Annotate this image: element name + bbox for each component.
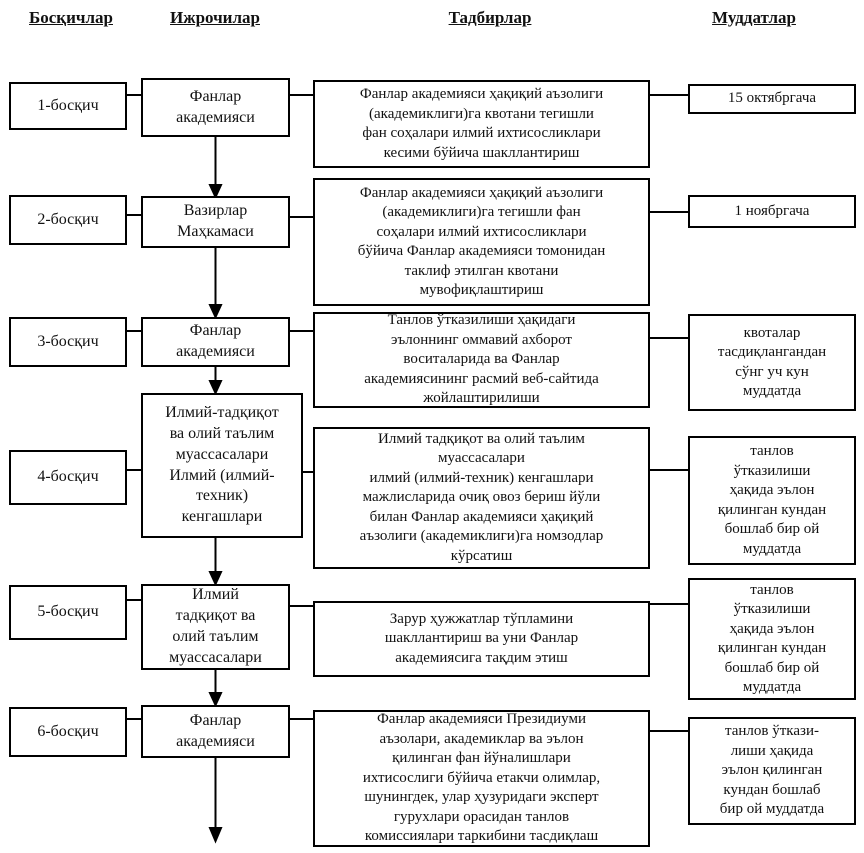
stage-5-box: 5-босқич xyxy=(9,585,127,640)
flow-arrow-4 xyxy=(208,538,223,587)
stage-2-box: 2-босқич xyxy=(9,195,127,245)
executor-2-box: Вазирлар Маҳкамаси xyxy=(141,196,290,248)
deadline-6-box: танлов ўткази- лиши ҳақида эълон қилинга… xyxy=(688,717,856,825)
stage-4-box: 4-босқич xyxy=(9,450,127,505)
column-header-stages: Босқичлар xyxy=(29,8,113,27)
activity-1-box: Фанлар академияси ҳақиқий аъзолиги (акад… xyxy=(313,80,650,168)
stage-6-box: 6-босқич xyxy=(9,707,127,757)
deadline-4-box: танлов ўтказилиши ҳақида эълон қилинган … xyxy=(688,436,856,565)
executor-4-box: Илмий-тадқиқот ва олий таълим муассасала… xyxy=(141,393,303,538)
stage-1-box: 1-босқич xyxy=(9,82,127,130)
flow-arrow-3 xyxy=(208,367,223,396)
executor-5-box: Илмий тадқиқот ва олий таълим муассасала… xyxy=(141,584,290,670)
flow-arrow-1 xyxy=(208,137,223,200)
flow-arrow-6 xyxy=(208,758,223,844)
executor-6-box: Фанлар академияси xyxy=(141,705,290,758)
activity-3-box: Танлов ўтказилиши ҳақидаги эълоннинг омм… xyxy=(313,312,650,408)
activity-5-box: Зарур ҳужжатлар тўпламини шакллантириш в… xyxy=(313,601,650,677)
activity-4-box: Илмий тадқиқот ва олий таълим муассасала… xyxy=(313,427,650,569)
column-header-activities: Тадбирлар xyxy=(448,8,532,27)
deadline-1-box: 15 октябргача xyxy=(688,84,856,114)
column-header-executors: Ижрочилар xyxy=(170,8,260,27)
executor-3-box: Фанлар академияси xyxy=(141,317,290,367)
deadline-2-box: 1 ноябргача xyxy=(688,195,856,228)
activity-2-box: Фанлар академияси ҳақиқий аъзолиги (акад… xyxy=(313,178,650,306)
flow-arrow-5 xyxy=(208,670,223,708)
column-header-deadlines: Муддатлар xyxy=(712,8,796,27)
executor-1-box: Фанлар академияси xyxy=(141,78,290,137)
flow-arrow-2 xyxy=(208,248,223,320)
deadline-5-box: танлов ўтказилиши ҳақида эълон қилинган … xyxy=(688,578,856,700)
deadline-3-box: квоталар тасдиқлангандан сўнг уч кун муд… xyxy=(688,314,856,411)
stage-3-box: 3-босқич xyxy=(9,317,127,367)
activity-6-box: Фанлар академияси Президиуми аъзолари, а… xyxy=(313,710,650,847)
